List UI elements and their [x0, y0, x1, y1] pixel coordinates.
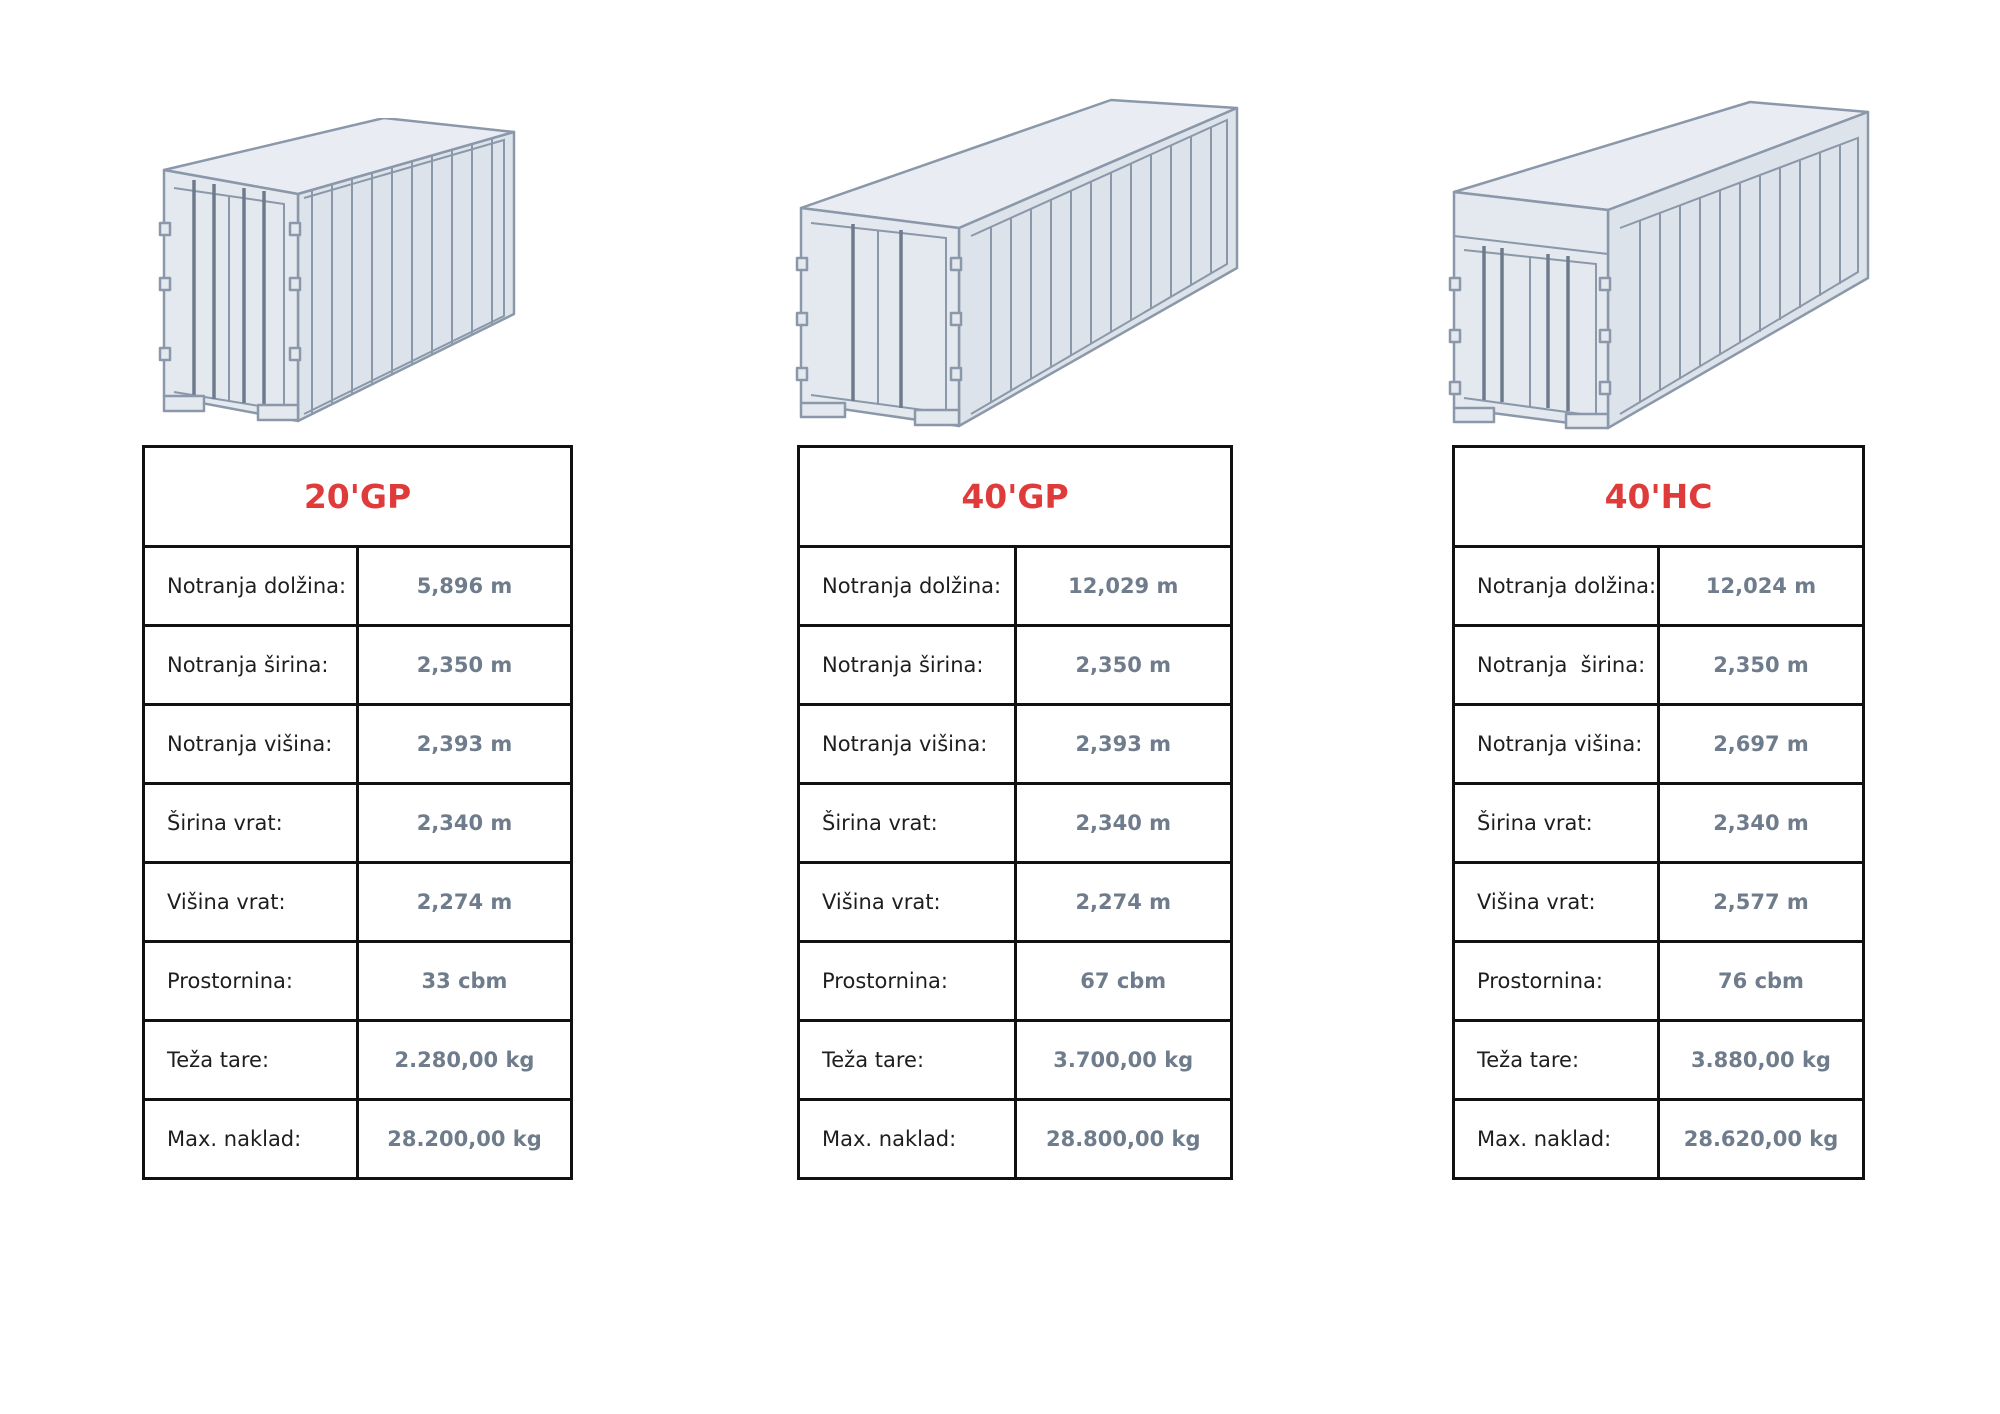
- row-label: Teža tare:: [142, 1019, 359, 1101]
- table-row: Širina vrat:2,340 m: [142, 782, 573, 864]
- row-value: 2,340 m: [1657, 782, 1865, 864]
- row-label: Notranja višina:: [797, 703, 1017, 785]
- row-label: Notranja dolžina:: [797, 545, 1017, 627]
- table-row: Notranja dolžina:5,896 m: [142, 545, 573, 627]
- spec-table-20gp: 20'GP Notranja dolžina:5,896 m Notranja …: [142, 445, 573, 1180]
- table-row: Notranja širina:2,350 m: [1452, 624, 1865, 706]
- table-row: Teža tare:3.880,00 kg: [1452, 1019, 1865, 1101]
- row-value: 2,393 m: [356, 703, 573, 785]
- row-label: Prostornina:: [797, 940, 1017, 1022]
- row-value: 2,697 m: [1657, 703, 1865, 785]
- row-label: Višina vrat:: [142, 861, 359, 943]
- shipping-container-40ft-hc-icon: [1448, 100, 1870, 430]
- table-row: Višina vrat:2,274 m: [142, 861, 573, 943]
- table-row: Teža tare:3.700,00 kg: [797, 1019, 1233, 1101]
- row-value: 28.620,00 kg: [1657, 1098, 1865, 1180]
- row-label: Višina vrat:: [797, 861, 1017, 943]
- row-label: Notranja dolžina:: [142, 545, 359, 627]
- row-label: Teža tare:: [1452, 1019, 1660, 1101]
- shipping-container-20ft-icon: [158, 118, 516, 423]
- shipping-container-40ft-icon: [795, 98, 1239, 428]
- container-title: 40'HC: [1452, 445, 1865, 548]
- row-value: 76 cbm: [1657, 940, 1865, 1022]
- row-value: 2,274 m: [356, 861, 573, 943]
- table-header-row: 20'GP: [142, 445, 573, 548]
- row-value: 5,896 m: [356, 545, 573, 627]
- spec-table-40gp: 40'GP Notranja dolžina:12,029 m Notranja…: [797, 445, 1233, 1180]
- row-value: 33 cbm: [356, 940, 573, 1022]
- row-value: 2,274 m: [1013, 861, 1233, 943]
- row-value: 67 cbm: [1013, 940, 1233, 1022]
- table-row: Max. naklad:28.800,00 kg: [797, 1098, 1233, 1180]
- row-label: Notranja višina:: [142, 703, 359, 785]
- table-row: Max. naklad:28.200,00 kg: [142, 1098, 573, 1180]
- row-label: Notranja širina:: [142, 624, 359, 706]
- row-value: 2,350 m: [356, 624, 573, 706]
- table-row: Višina vrat:2,577 m: [1452, 861, 1865, 943]
- row-value: 2,350 m: [1657, 624, 1865, 706]
- row-label: Širina vrat:: [142, 782, 359, 864]
- row-label: Višina vrat:: [1452, 861, 1660, 943]
- row-value: 2,340 m: [356, 782, 573, 864]
- table-header-row: 40'HC: [1452, 445, 1865, 548]
- table-row: Notranja višina:2,393 m: [797, 703, 1233, 785]
- row-value: 2,577 m: [1657, 861, 1865, 943]
- table-row: Širina vrat:2,340 m: [797, 782, 1233, 864]
- row-label: Notranja višina:: [1452, 703, 1660, 785]
- table-row: Prostornina:67 cbm: [797, 940, 1233, 1022]
- container-title: 40'GP: [797, 445, 1233, 548]
- container-title: 20'GP: [142, 445, 573, 548]
- table-row: Max. naklad:28.620,00 kg: [1452, 1098, 1865, 1180]
- row-value: 3.880,00 kg: [1657, 1019, 1865, 1101]
- row-label: Prostornina:: [142, 940, 359, 1022]
- row-label: Notranja dolžina:: [1452, 545, 1660, 627]
- table-row: Notranja dolžina:12,024 m: [1452, 545, 1865, 627]
- table-row: Notranja višina:2,697 m: [1452, 703, 1865, 785]
- table-row: Notranja dolžina:12,029 m: [797, 545, 1233, 627]
- table-row: Teža tare:2.280,00 kg: [142, 1019, 573, 1101]
- row-label: Notranja širina:: [797, 624, 1017, 706]
- row-value: 12,029 m: [1013, 545, 1233, 627]
- row-value: 2,340 m: [1013, 782, 1233, 864]
- row-label: Širina vrat:: [797, 782, 1017, 864]
- row-value: 28.800,00 kg: [1013, 1098, 1233, 1180]
- table-row: Širina vrat:2,340 m: [1452, 782, 1865, 864]
- row-value: 28.200,00 kg: [356, 1098, 573, 1180]
- row-value: 2,393 m: [1013, 703, 1233, 785]
- row-value: 12,024 m: [1657, 545, 1865, 627]
- row-label: Širina vrat:: [1452, 782, 1660, 864]
- row-value: 2.280,00 kg: [356, 1019, 573, 1101]
- spec-table-40hc: 40'HC Notranja dolžina:12,024 m Notranja…: [1452, 445, 1865, 1180]
- table-row: Notranja širina:2,350 m: [797, 624, 1233, 706]
- table-header-row: 40'GP: [797, 445, 1233, 548]
- row-label: Prostornina:: [1452, 940, 1660, 1022]
- row-label: Notranja širina:: [1452, 624, 1660, 706]
- row-value: 2,350 m: [1013, 624, 1233, 706]
- row-label: Max. naklad:: [797, 1098, 1017, 1180]
- table-row: Prostornina:76 cbm: [1452, 940, 1865, 1022]
- table-row: Notranja širina:2,350 m: [142, 624, 573, 706]
- row-label: Max. naklad:: [1452, 1098, 1660, 1180]
- row-label: Max. naklad:: [142, 1098, 359, 1180]
- table-row: Notranja višina:2,393 m: [142, 703, 573, 785]
- table-row: Prostornina:33 cbm: [142, 940, 573, 1022]
- row-value: 3.700,00 kg: [1013, 1019, 1233, 1101]
- table-row: Višina vrat:2,274 m: [797, 861, 1233, 943]
- row-label: Teža tare:: [797, 1019, 1017, 1101]
